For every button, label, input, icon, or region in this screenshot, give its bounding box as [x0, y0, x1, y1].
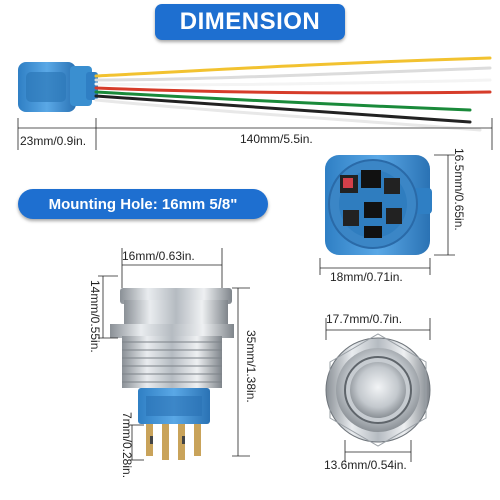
connector-length-label: 23mm/0.9in.	[20, 134, 87, 148]
nut	[110, 324, 234, 338]
dimension-lines-wire	[17, 118, 493, 150]
socket-width-label: 18mm/0.71in.	[330, 270, 403, 284]
wire-red	[94, 86, 492, 95]
button-diameter-label: 13.6mm/0.54in.	[324, 458, 407, 472]
pin-length-label: 7mm/0.28in.	[120, 412, 134, 479]
dimension-lines-front	[325, 318, 431, 462]
wire-white	[94, 66, 492, 82]
wire-bundle	[94, 56, 492, 132]
wired-connector	[18, 56, 492, 132]
total-height-label: 35mm/1.38in.	[244, 330, 258, 403]
switch-side-view	[110, 288, 234, 460]
dimension-lines-switch	[98, 248, 250, 461]
socket-front-view	[325, 155, 432, 255]
bezel-diameter-label: 17.7mm/0.7in.	[326, 312, 403, 326]
thread	[122, 336, 222, 388]
socket-height-label: 16.5mm/0.65in.	[452, 148, 466, 231]
mounting-hole-label: Mounting Hole: 16mm 5/8"	[48, 195, 238, 213]
wire-green	[94, 90, 472, 112]
wire-black	[94, 94, 472, 124]
wire-white-2	[94, 78, 492, 87]
thread-diameter-label: 16mm/0.63in.	[122, 249, 195, 263]
wire-yellow	[94, 56, 492, 78]
mounting-hole-badge: Mounting Hole: 16mm 5/8"	[18, 189, 268, 219]
dimension-lines-socket	[319, 154, 455, 275]
wire-length-label: 140mm/5.5in.	[240, 132, 313, 146]
page-title: DIMENSION	[179, 8, 321, 35]
wire-white-3	[94, 98, 482, 132]
thread-length-label: 14mm/0.55in.	[88, 280, 102, 353]
switch-front-view	[325, 333, 431, 447]
title-banner: DIMENSION	[155, 4, 345, 40]
